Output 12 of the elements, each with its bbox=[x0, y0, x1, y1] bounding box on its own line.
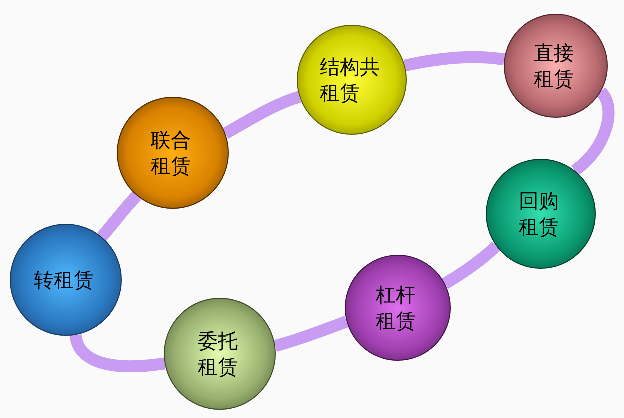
connector-band bbox=[274, 316, 349, 352]
connector-band bbox=[222, 91, 302, 139]
node-label: 回购租赁 bbox=[519, 188, 560, 240]
node-label: 直接租赁 bbox=[534, 40, 575, 92]
connector-band bbox=[97, 192, 142, 241]
node-label: 杠杆租赁 bbox=[376, 282, 417, 334]
connector-band bbox=[404, 51, 506, 72]
node-label: 转租赁 bbox=[34, 267, 95, 293]
connector-band bbox=[442, 242, 501, 290]
node-label: 结构共租赁 bbox=[320, 54, 381, 106]
node-label: 联合租赁 bbox=[151, 127, 192, 179]
node-label: 委托租赁 bbox=[198, 328, 239, 380]
